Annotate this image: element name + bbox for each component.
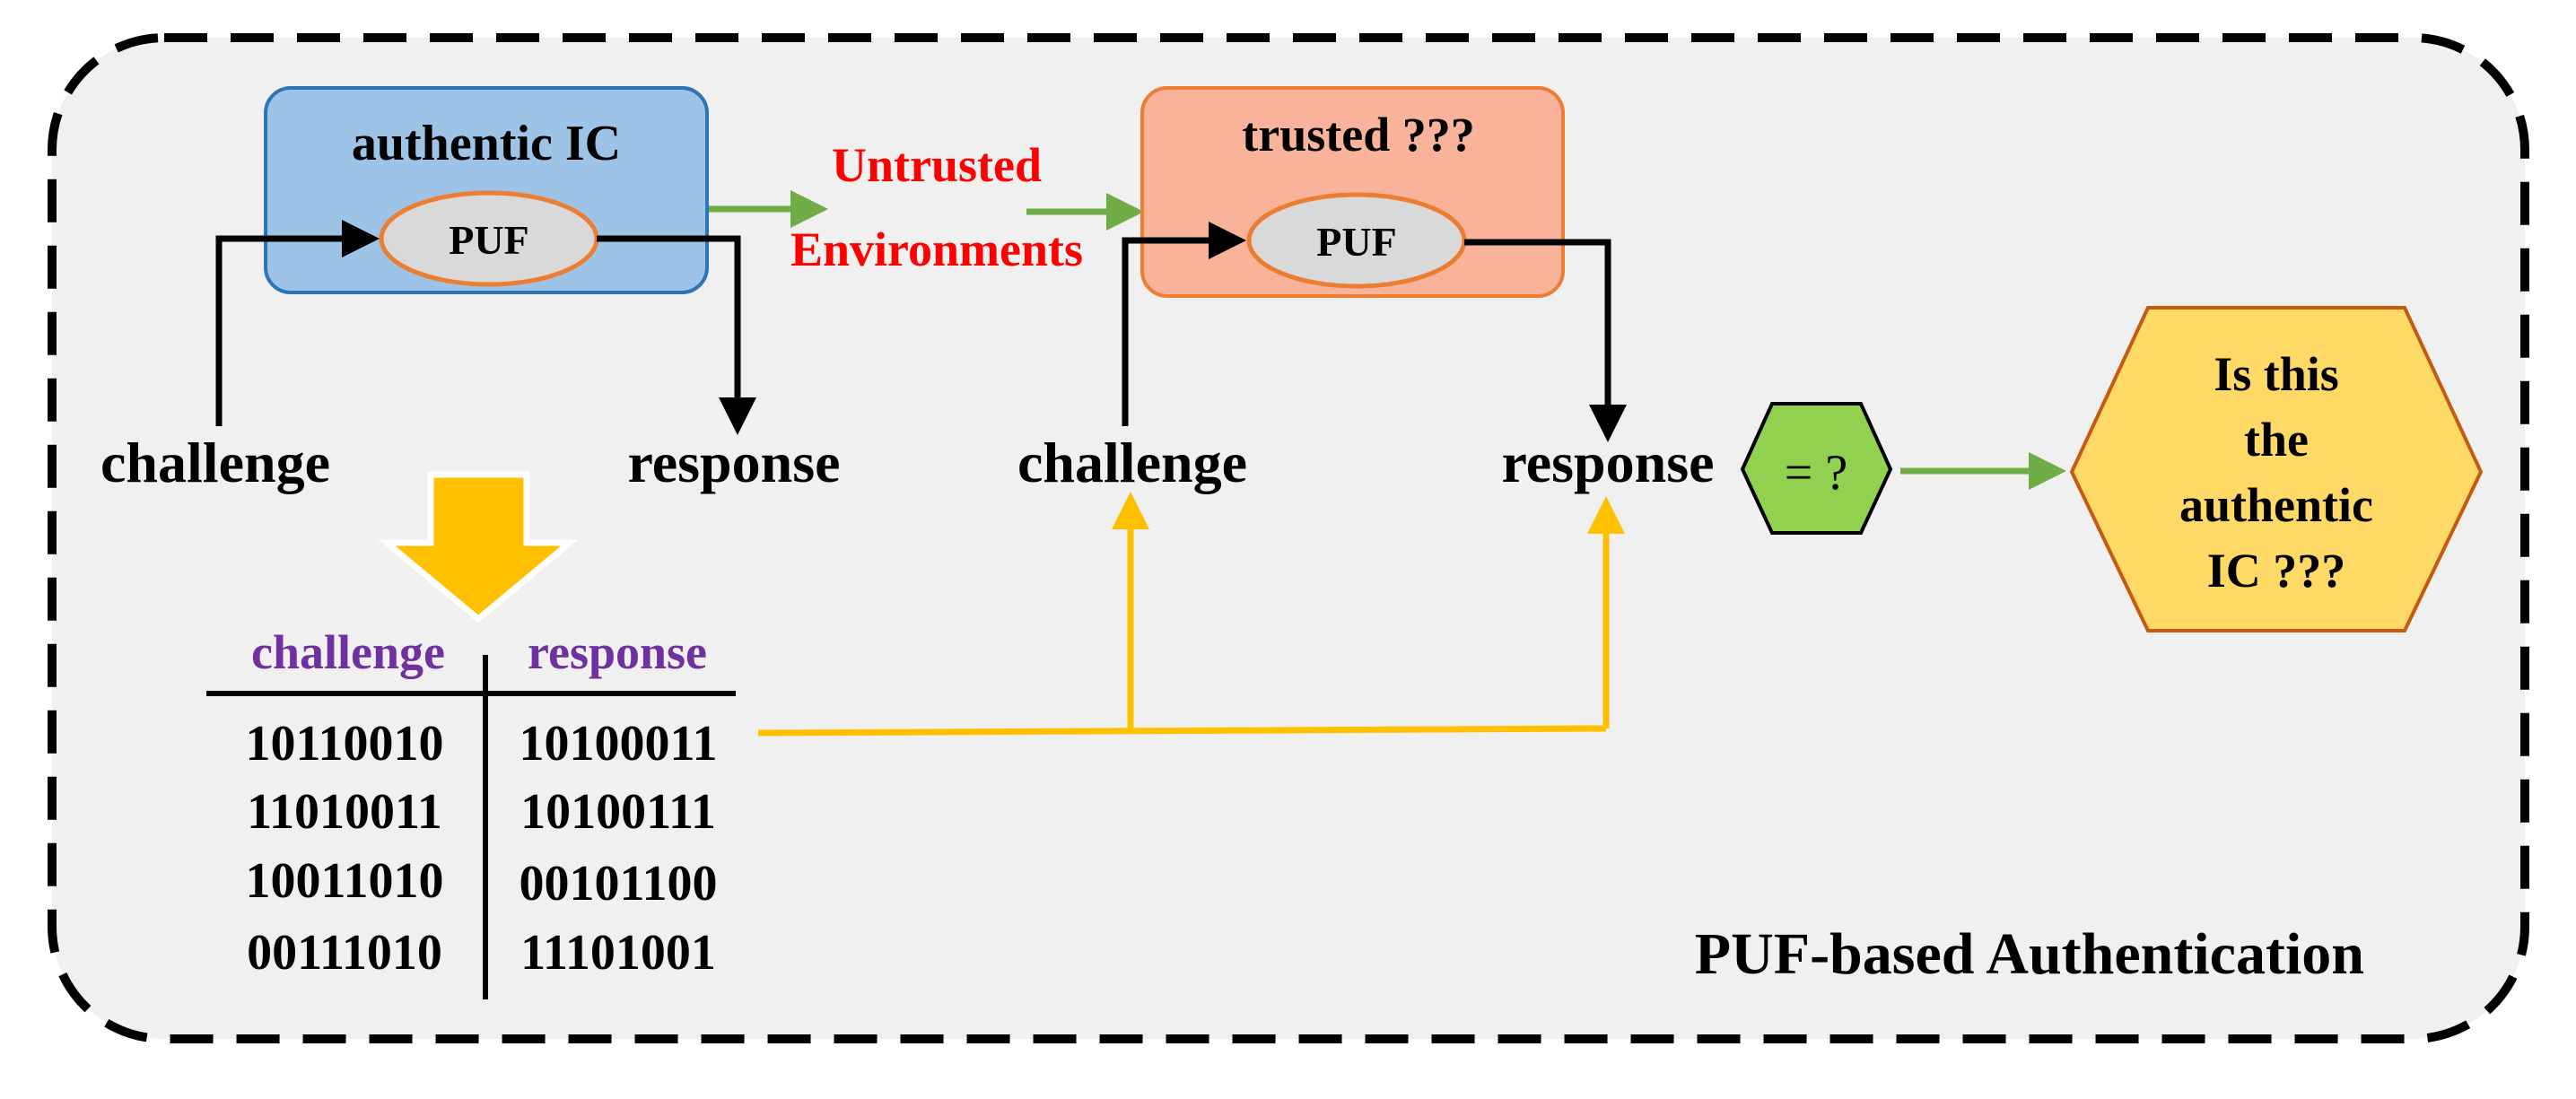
result-hexagon (2069, 306, 2484, 632)
compare-hexagon (1740, 402, 1893, 535)
crp-cell: 10100111 (520, 784, 716, 840)
result-line2: the (2244, 413, 2309, 467)
down-arrow-icon (378, 471, 579, 624)
trusted-puf-label: PUF (1316, 219, 1396, 265)
right-response-label: response (1501, 431, 1714, 494)
result-line1: Is this (2214, 347, 2339, 401)
right-challenge-arrow (1122, 222, 1246, 426)
left-response-label: response (627, 431, 840, 494)
yellow-lookup-line (757, 725, 1607, 737)
right-challenge-label: challenge (1017, 431, 1247, 494)
crp-header-challenge: challenge (251, 625, 445, 679)
crp-table: challenge response 10110010 10100011 110… (206, 625, 736, 999)
trusted-block-title: trusted ??? (1242, 108, 1474, 161)
untrusted-line1: Untrusted (832, 138, 1042, 192)
crp-cell: 00101100 (520, 856, 718, 911)
crp-cell: 10110010 (246, 716, 444, 772)
crp-cell: 00111010 (247, 925, 442, 981)
crp-cell: 11101001 (520, 925, 716, 981)
untrusted-line2: Environments (790, 222, 1083, 276)
result-line3: authentic (2179, 478, 2373, 532)
authentic-puf-label: PUF (449, 217, 528, 263)
crp-cell: 10011010 (246, 853, 444, 909)
compare-label: = ? (1785, 445, 1847, 501)
left-challenge-label: challenge (100, 431, 330, 494)
crp-cell: 11010011 (247, 784, 442, 840)
authentic-ic-title: authentic IC (352, 116, 621, 171)
crp-cell: 10100011 (520, 716, 718, 772)
diagram-caption: PUF-based Authentication (1695, 921, 2364, 987)
result-line4: IC ??? (2207, 544, 2346, 597)
left-response-arrow (597, 235, 756, 435)
crp-header-response: response (528, 625, 707, 679)
left-challenge-arrow (215, 220, 380, 426)
right-response-arrow (1464, 239, 1627, 442)
